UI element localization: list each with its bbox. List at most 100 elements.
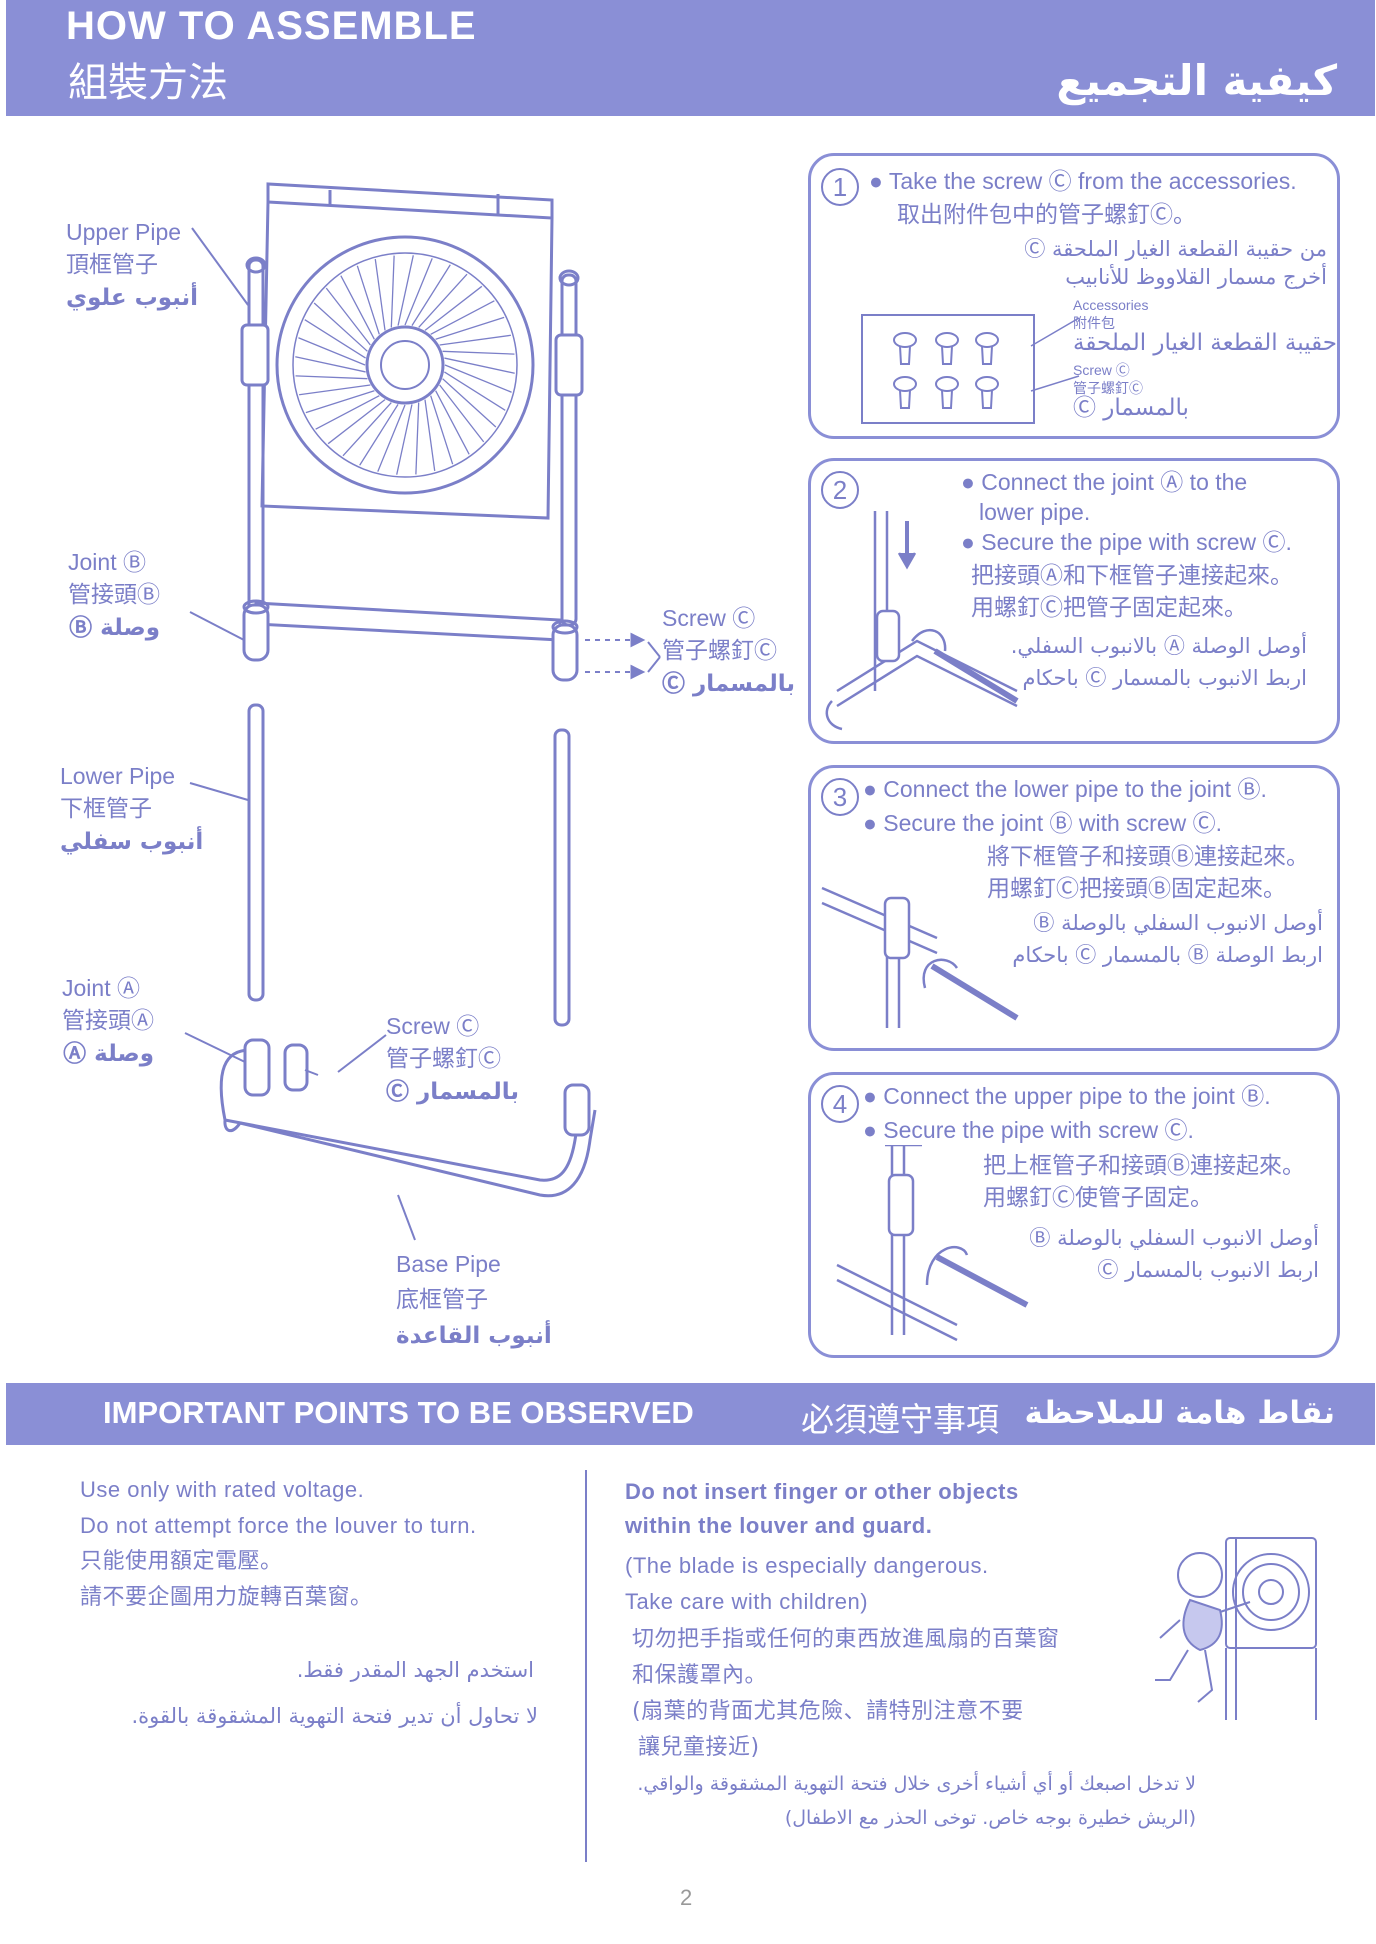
step-1-panel: 1 ● Take the screw Ⓒ from the accessorie… (808, 153, 1340, 439)
step-1-ar-2: أخرج مسمار القلاووظ للأنابيب (1065, 265, 1327, 289)
step-1-line-2: 取出附件包中的管子螺釘Ⓒ。 (897, 202, 1196, 228)
step-1-number: 1 (821, 168, 859, 206)
fan-spoke (326, 288, 370, 345)
step-2-line-5: 用螺釘Ⓒ把管子固定起來。 (971, 595, 1247, 621)
important-left-ar-1: استخدم الجهد المقدر فقط. (296, 1658, 534, 1682)
label-base-pipe: Base Pipe 底框管子 أنبوب القاعدة (396, 1251, 552, 1349)
fan-spoke (412, 265, 450, 326)
joint-a (245, 1040, 269, 1095)
fan-spoke (398, 255, 413, 325)
fan-spoke (431, 396, 453, 464)
fan-spoke (443, 379, 496, 427)
step-4-panel: 4 ● Connect the upper pipe to the joint … (808, 1072, 1340, 1358)
screw-c-label: Screw Ⓒ 管子螺釘Ⓒ بالمسمار Ⓒ (1073, 362, 1189, 421)
step-4-line-2: ● Secure the pipe with screw Ⓒ. (863, 1117, 1194, 1143)
fan-spoke (443, 351, 515, 354)
step-2-line-3: ● Secure the pipe with screw Ⓒ. (961, 529, 1292, 555)
child-fan-illustration (1150, 1530, 1330, 1730)
label-screw-c-low: Screw Ⓒ 管子螺釘Ⓒ بالمسمار Ⓒ (386, 1013, 520, 1105)
important-right-1: Do not insert finger or other objects (625, 1479, 1019, 1504)
title-ar: كيفية التجميع (1056, 56, 1337, 105)
fan-spoke (419, 274, 467, 327)
fan-spoke (375, 259, 385, 330)
step-3-line-4: 用螺釘Ⓒ把接頭Ⓑ固定起來。 (987, 876, 1286, 902)
important-right-3: (The blade is especially dangerous. (625, 1553, 989, 1578)
important-right-4: Take care with children) (625, 1589, 869, 1614)
important-left-2: Do not attempt force the louver to turn. (80, 1513, 477, 1538)
fan-spoke (305, 320, 366, 358)
important-right-ar-2: (الريش خطيرة بوجه خاص. توخى الحذر مع الا… (784, 1807, 1196, 1829)
fan-spoke (298, 338, 365, 365)
step-1-ar-1: من حقيبة القطعة الغيار الملحقة Ⓒ (1024, 237, 1327, 261)
fan-spoke (328, 400, 385, 444)
step-4-illustration (817, 1145, 1047, 1345)
step-3-line-2: ● Secure the joint Ⓑ with screw Ⓒ. (863, 810, 1223, 836)
fan-spoke (425, 286, 482, 330)
step-1-line-1: ● Take the screw Ⓒ from the accessories. (869, 168, 1297, 194)
step-2-line-1: ● Connect the joint Ⓐ to the (961, 469, 1248, 495)
important-right-6: 和保護罩內。 (632, 1663, 768, 1688)
step-4-line-3: 把上框管子和接頭Ⓑ連接起來。 (983, 1153, 1305, 1179)
fan-spoke (316, 396, 380, 430)
step-4-line-4: 用螺釘Ⓒ使管子固定。 (983, 1185, 1213, 1211)
step-3-panel: 3 ● Connect the lower pipe to the joint … (808, 765, 1340, 1051)
title-zh: 組裝方法 (68, 60, 228, 106)
fan-spoke (431, 301, 495, 335)
fan-body (262, 202, 552, 518)
step-3-line-1: ● Connect the lower pipe to the joint Ⓑ. (863, 776, 1267, 802)
fan-spoke (296, 376, 368, 379)
fan-spoke (425, 400, 435, 471)
upper-pipe-left (249, 260, 263, 620)
fan-spoke (444, 358, 514, 373)
fan-spoke (378, 405, 405, 472)
fan-spoke (436, 391, 470, 455)
step-2-ar-2: اربط الانبوب بالمسمار Ⓒ باحكام (1022, 666, 1308, 690)
step-3-illustration (817, 868, 1047, 1038)
fan-spoke (440, 335, 511, 345)
column-divider (585, 1470, 587, 1862)
step-2-ar-1: أوصل الوصلة Ⓐ بالانبوب السفلي. (1010, 634, 1307, 658)
fan-spoke (440, 385, 484, 442)
label-joint-b: Joint Ⓑ 管接頭Ⓑ وصلة Ⓑ (68, 549, 160, 641)
important-right-5: 切勿把手指或任何的東西放進風扇的百葉窗 (632, 1627, 1060, 1652)
important-title-en: IMPORTANT POINTS TO BE OBSERVED (103, 1395, 694, 1430)
step-2-panel: 2 ● Connect the joint Ⓐ to the lower pip… (808, 458, 1340, 744)
important-band: IMPORTANT POINTS TO BE OBSERVED 必須遵守事項 ن… (6, 1383, 1375, 1445)
accessories-bag (861, 314, 1035, 424)
fan-spoke (357, 266, 379, 334)
fan-spoke (436, 317, 504, 339)
title-en: HOW TO ASSEMBLE (66, 4, 477, 48)
important-right-8: 讓兒童接近) (638, 1735, 760, 1760)
header-band: HOW TO ASSEMBLE 組裝方法 كيفية التجميع (6, 0, 1375, 116)
important-left-ar-2: لا تحاول أن تدير فتحة التهوية المشقوقة ب… (131, 1704, 538, 1728)
lower-pipe-left (249, 705, 263, 1000)
fan-spoke (299, 385, 370, 395)
label-screw-c-mid: Screw Ⓒ 管子螺釘Ⓒ بالمسمار Ⓒ (662, 605, 796, 697)
screw-c-icons (863, 316, 1033, 422)
step-2-illustration (817, 501, 1027, 731)
step-3-number: 3 (821, 778, 859, 816)
step-2-line-4: 把接頭Ⓐ和下框管子連接起來。 (971, 563, 1293, 589)
fan-spoke (444, 372, 505, 410)
important-left-1: Use only with rated voltage. (80, 1477, 365, 1502)
step-3-ar-2: اربط الوصلة Ⓑ بالمسمار Ⓒ باحكام (1012, 943, 1323, 967)
important-right-2: within the louver and guard. (625, 1513, 933, 1538)
upper-pipe-right (562, 275, 576, 625)
fan-spoke (314, 303, 367, 351)
fan-spoke (343, 403, 391, 456)
important-right-7: (扇葉的背面尤其危險、請特別注意不要 (632, 1699, 1024, 1724)
fan-guard (277, 237, 533, 493)
important-left-3: 只能使用額定電壓。 (80, 1549, 283, 1574)
label-lower-pipe: Lower Pipe 下框管子 أنبوب سفلي (60, 763, 204, 855)
fan-spoke (341, 276, 375, 340)
fan-spoke (397, 404, 412, 474)
step-3-line-3: 將下框管子和接頭Ⓑ連接起來。 (987, 844, 1309, 870)
important-right-ar-1: لا تدخل اصبعك أو أي أشياء أخرى خلال فتحة… (637, 1773, 1196, 1795)
fan-spoke (360, 404, 398, 465)
joint-b-bar (256, 603, 560, 640)
step-4-number: 4 (821, 1085, 859, 1123)
fan-spoke (295, 357, 365, 372)
step-3-ar-1: أوصل الانبوب السفلي بالوصلة Ⓑ (1033, 911, 1323, 935)
step-4-line-1: ● Connect the upper pipe to the joint Ⓑ. (863, 1083, 1271, 1109)
fan-spoke (391, 256, 394, 328)
